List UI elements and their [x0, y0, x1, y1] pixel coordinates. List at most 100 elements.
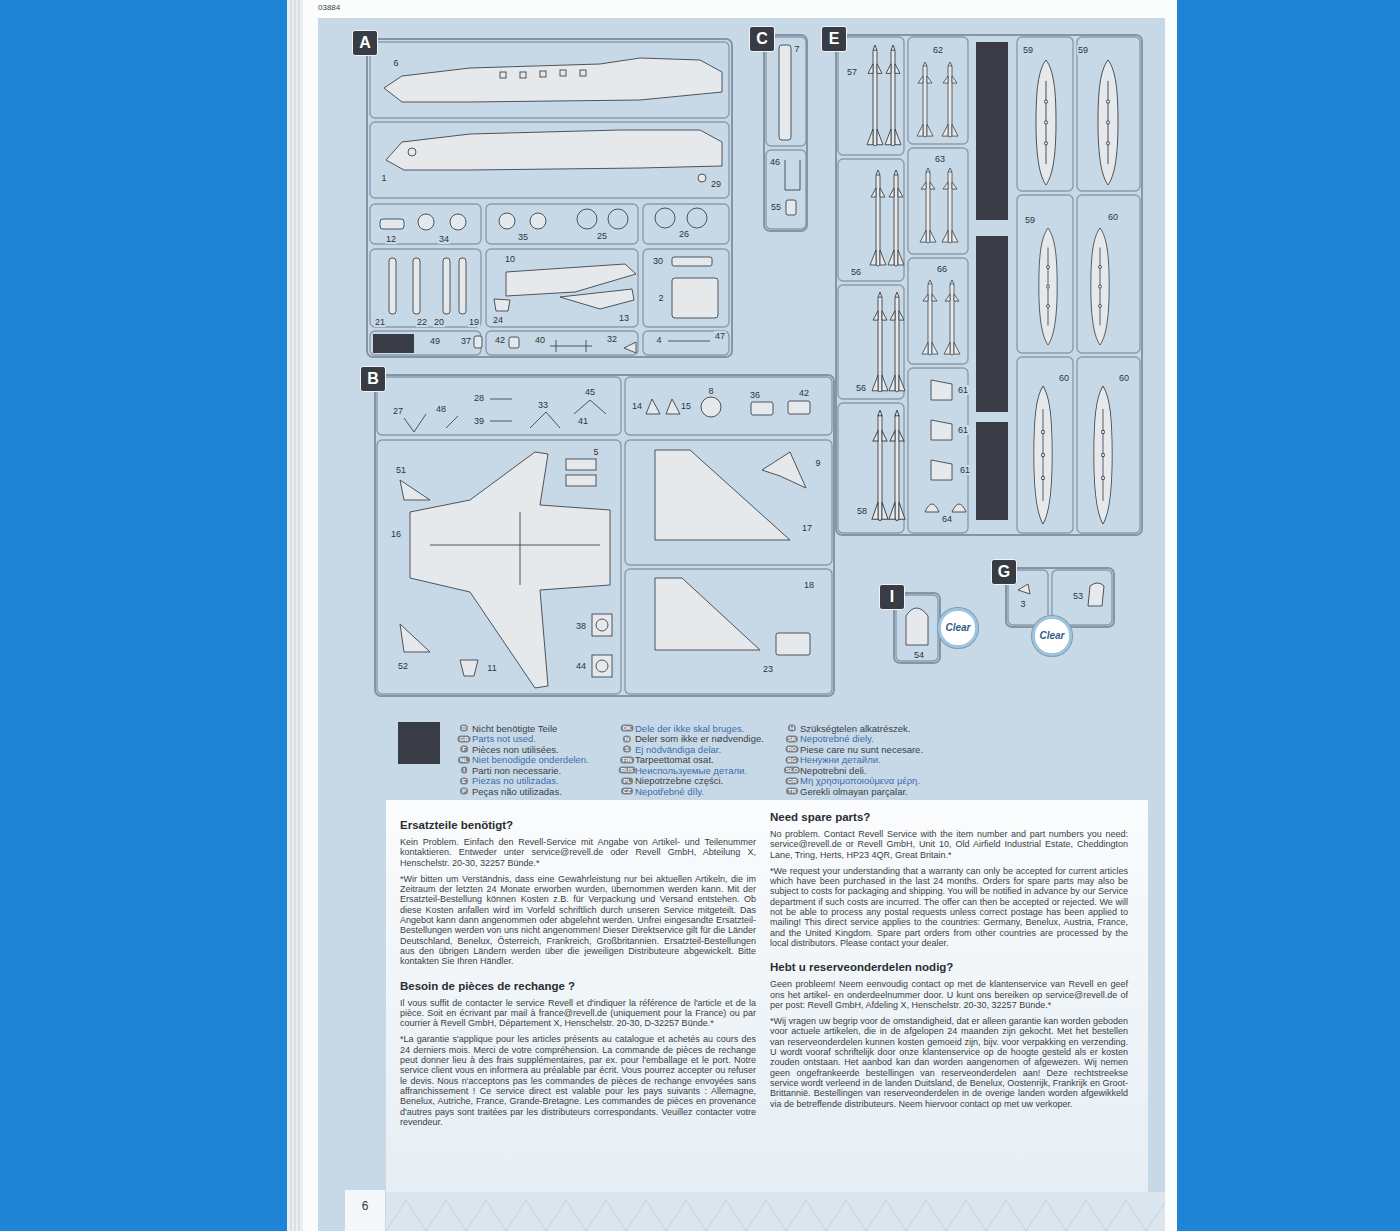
- kit-part: [460, 660, 478, 676]
- legend-text: Parti non necessarie.: [472, 765, 561, 776]
- callout-number: 6: [392, 58, 399, 68]
- kit-part: [942, 62, 958, 137]
- callout-number: 48: [435, 404, 447, 414]
- legend-text: Ej nödvändiga delar.: [635, 744, 721, 755]
- legend-text: Nepotrebné diely.: [800, 733, 874, 744]
- kit-part: [596, 660, 608, 672]
- kit-part: [870, 170, 886, 266]
- kit-part: [608, 209, 628, 229]
- legend-text: Parts not used.: [472, 733, 536, 744]
- kit-part: [885, 45, 901, 146]
- sprue-cell: [838, 37, 904, 155]
- sprue-cell: [838, 159, 904, 281]
- kit-part: [566, 475, 596, 486]
- paper-stack: [295, 0, 296, 1231]
- callout-number: 16: [390, 529, 402, 539]
- callout-number: 13: [618, 313, 630, 323]
- text-panel: [386, 800, 1148, 1192]
- kit-part: [566, 459, 596, 470]
- sprue-cell: [625, 440, 832, 565]
- callout-number: 30: [652, 256, 664, 266]
- kit-part: [560, 289, 634, 309]
- legend-text: Nepotrebni deli.: [800, 765, 867, 776]
- unused-part: [976, 42, 1008, 220]
- kit-part: [408, 148, 416, 156]
- unused-part: [976, 422, 1008, 520]
- callout-number: 60: [1118, 373, 1130, 383]
- callout-number: 7: [793, 44, 800, 54]
- callout-number: 24: [492, 315, 504, 325]
- callout-number: 19: [468, 317, 480, 327]
- kit-part: [1034, 386, 1052, 524]
- callout-number: 42: [798, 388, 810, 398]
- kit-part: [931, 380, 952, 400]
- sprue-cell: [377, 377, 621, 435]
- language-code: RO: [786, 746, 799, 753]
- sprue-cell: [625, 569, 832, 694]
- sprue-cell: [896, 595, 938, 661]
- callout-number: 51: [395, 465, 407, 475]
- kit-part: [430, 545, 600, 546]
- page-number: 6: [362, 1199, 369, 1213]
- callout-number: 37: [460, 336, 472, 346]
- kit-part: [872, 292, 888, 392]
- kit-part: [499, 213, 515, 229]
- callout-number: 62: [932, 45, 944, 55]
- callout-number: 14: [631, 401, 643, 411]
- sprue-cell: [1017, 357, 1073, 533]
- unused-part: [976, 236, 1008, 412]
- sprue-cell: [370, 204, 481, 244]
- kit-part: [672, 278, 718, 318]
- language-code: E: [460, 777, 468, 784]
- callout-number: 4: [655, 335, 662, 345]
- unused-part: [373, 334, 414, 353]
- legend-text: Deler som ikke er nødvendige.: [635, 733, 764, 744]
- callout-number: 29: [710, 179, 722, 189]
- language-code: S: [623, 746, 631, 753]
- kit-part: [596, 619, 608, 631]
- kit-part: [666, 399, 680, 414]
- text-column: Ersatzteile benötigt?Kein Problem. Einfa…: [400, 818, 756, 1133]
- kit-part: [400, 624, 430, 652]
- page-tab: [345, 1190, 385, 1231]
- language-code: CZ: [621, 788, 633, 795]
- callout-number: 3: [1019, 599, 1026, 609]
- callout-number: 2: [657, 293, 664, 303]
- sprue-cell: [370, 122, 729, 198]
- sprue-cell: [486, 204, 638, 244]
- kit-part: [520, 512, 521, 585]
- callout-number: 12: [385, 234, 397, 244]
- kit-part: [952, 504, 966, 512]
- sprue-frame: A: [366, 38, 733, 358]
- sprue-frame: E: [835, 34, 1143, 536]
- sprue-letter: E: [821, 26, 847, 52]
- legend-text: Szükségtelen alkatrészek.: [800, 723, 910, 734]
- kit-part: [580, 70, 586, 76]
- language-code: DK: [621, 725, 634, 732]
- kit-part: [701, 397, 721, 417]
- unused-part: [373, 42, 1008, 520]
- sprue-cell: [643, 249, 729, 327]
- callout-number: 40: [534, 335, 546, 345]
- kit-part: [668, 341, 710, 342]
- callout-number: 20: [433, 317, 445, 327]
- kit-part: [400, 480, 430, 500]
- callout-number: 5: [592, 447, 599, 457]
- callout-number: 63: [934, 154, 946, 164]
- sprue-cell: [1077, 37, 1140, 191]
- callout-number: 53: [1072, 591, 1084, 601]
- kit-part: [500, 72, 506, 78]
- language-code: I: [461, 767, 467, 774]
- clear-parts-badge: Clear: [938, 608, 977, 647]
- callout-number: 8: [707, 386, 714, 396]
- sprue-cell: [1017, 37, 1073, 191]
- sprue-cell: [370, 42, 729, 118]
- kit-part: [1094, 386, 1112, 524]
- kit-part: [776, 633, 810, 655]
- language-code: GB: [458, 735, 471, 742]
- callout-number: 28: [473, 393, 485, 403]
- sprue-cell: [370, 331, 481, 355]
- kit-part: [942, 168, 958, 243]
- kit-part: [474, 336, 482, 348]
